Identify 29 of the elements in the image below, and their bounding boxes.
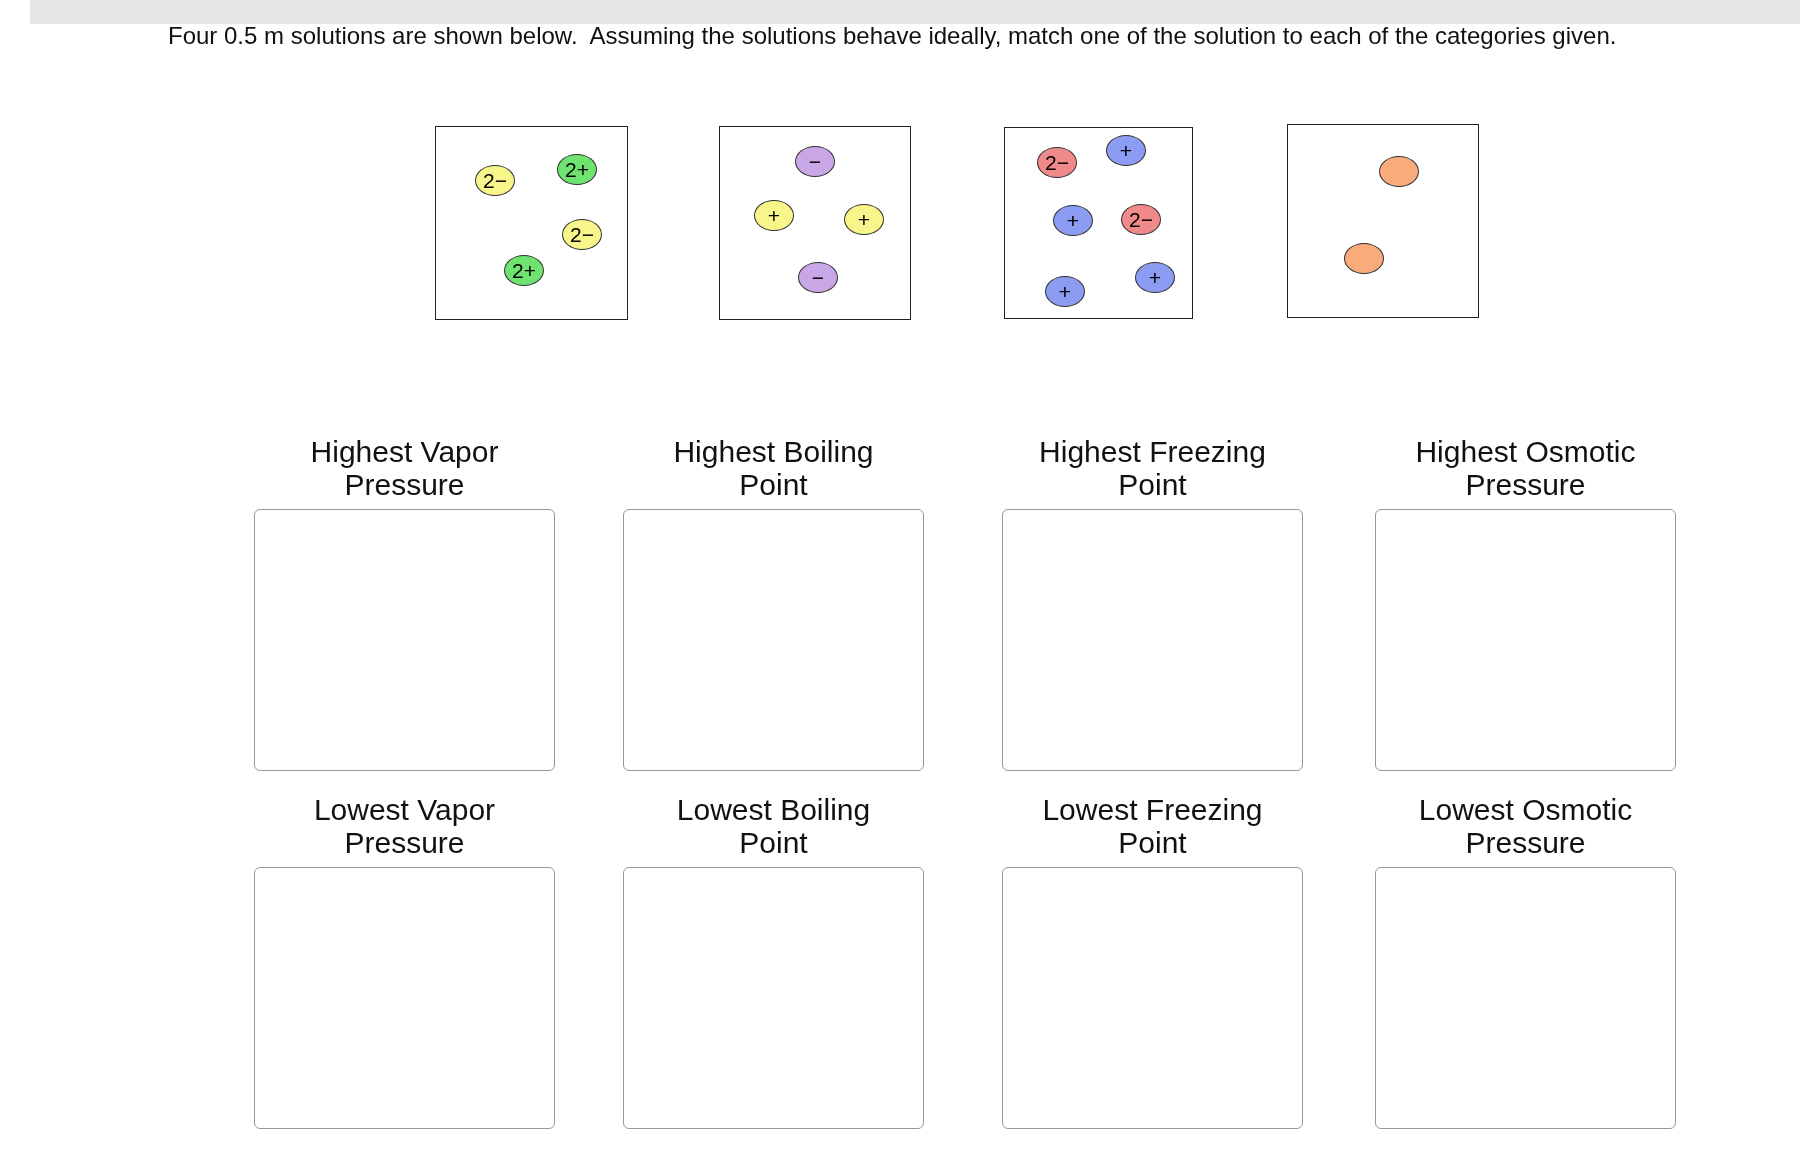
ion-circle: 2+ [504,255,544,286]
ion-circle: 2− [1121,204,1161,235]
category-heading: Highest Vapor Pressure [309,435,500,501]
particle-circle [1379,156,1419,187]
ion-circle: 2− [562,219,602,250]
solution-box [719,126,911,320]
category-heading: Highest Boiling Point [672,435,875,501]
category-heading: Lowest Freezing Point [1041,793,1264,859]
category-heading: Lowest Vapor Pressure [312,793,497,859]
ion-circle: + [1135,262,1175,293]
ion-circle: + [1106,135,1146,166]
category-heading: Lowest Osmotic Pressure [1417,793,1634,859]
solution-box [1004,127,1193,319]
solution-box [435,126,628,320]
category-heading: Highest Freezing Point [1038,435,1267,501]
instruction-text: Four 0.5 m solutions are shown below. Assuming the solutions behave ideally, match one of the solution to each of the categories given. [168,22,1617,50]
ion-circle: + [1045,276,1085,307]
ion-circle: + [754,200,794,231]
solution-box [1287,124,1479,318]
ion-circle: + [1053,205,1093,236]
ion-circle: + [844,204,884,235]
category-heading: Lowest Boiling Point [675,793,872,859]
ion-circle: − [795,146,835,177]
particle-circle [1344,243,1384,274]
ion-circle: 2+ [557,154,597,185]
ion-circle: 2− [1037,147,1077,178]
category-heading: Highest Osmotic Pressure [1414,435,1637,501]
ion-circle: 2− [475,165,515,196]
ion-circle: − [798,262,838,293]
